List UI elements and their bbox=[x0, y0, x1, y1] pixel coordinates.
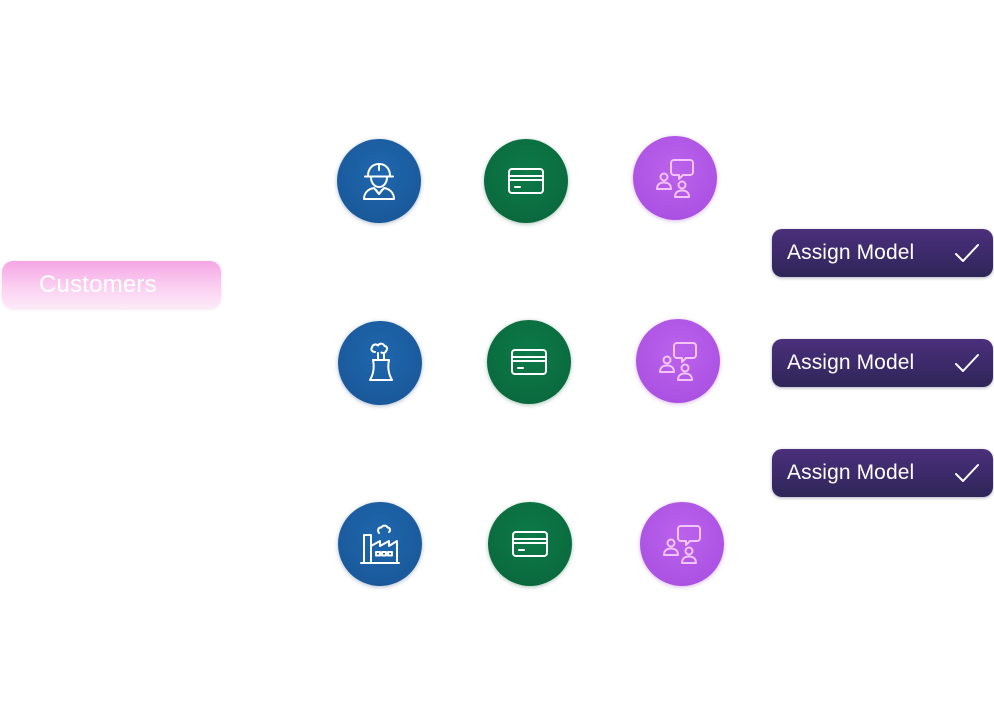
customers-node: Customers bbox=[2, 261, 221, 308]
assign-model-label: Assign Model bbox=[787, 241, 915, 264]
conversation-node-1 bbox=[633, 136, 717, 220]
assign-model-button[interactable]: Assign Model bbox=[772, 339, 993, 387]
people-chat-icon bbox=[659, 342, 697, 381]
checkmark-icon bbox=[955, 464, 979, 482]
credit-card-icon bbox=[511, 349, 547, 375]
customer-node-worker bbox=[337, 139, 421, 223]
people-chat-icon bbox=[656, 159, 694, 198]
people-chat-icon bbox=[663, 525, 701, 564]
customer-node-factory bbox=[338, 502, 422, 586]
checkmark-icon bbox=[955, 354, 979, 372]
customer-node-power-plant bbox=[338, 321, 422, 405]
assign-model-button[interactable]: Assign Model bbox=[772, 449, 993, 497]
credit-card-icon bbox=[508, 168, 544, 194]
customers-label: Customers bbox=[39, 270, 157, 298]
assign-model-label: Assign Model bbox=[787, 461, 915, 484]
payment-node-1 bbox=[484, 139, 568, 223]
assign-model-button[interactable]: Assign Model bbox=[772, 229, 993, 277]
payment-node-2 bbox=[487, 320, 571, 404]
payment-node-3 bbox=[488, 502, 572, 586]
conversation-node-2 bbox=[636, 319, 720, 403]
power-plant-icon bbox=[369, 342, 393, 381]
assign-model-label: Assign Model bbox=[787, 351, 915, 374]
conversation-node-3 bbox=[640, 502, 724, 586]
checkmark-icon bbox=[955, 244, 979, 262]
factory-icon bbox=[360, 524, 400, 564]
credit-card-icon bbox=[512, 531, 548, 557]
construction-worker-icon bbox=[363, 163, 395, 200]
